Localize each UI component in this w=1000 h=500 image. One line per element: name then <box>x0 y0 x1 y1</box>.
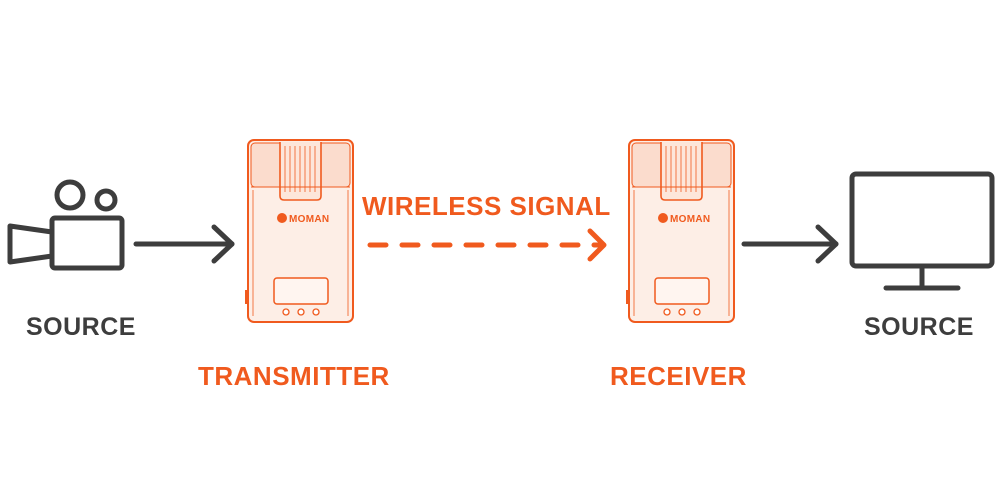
receiver-label: RECEIVER <box>610 361 747 391</box>
monitor-icon <box>849 171 995 291</box>
source-right-label: SOURCE <box>864 313 974 341</box>
transmitter-device: MOMAN <box>244 139 354 323</box>
video-camera-icon <box>7 179 125 271</box>
receiver-device: MOMAN <box>625 139 735 323</box>
transmitter-brand-text: MOMAN <box>289 214 329 225</box>
transmitter-label: TRANSMITTER <box>198 361 390 391</box>
wireless-signal-label: WIRELESS SIGNAL <box>362 191 611 221</box>
source-left-label: SOURCE <box>26 313 136 341</box>
arrow-to-monitor <box>741 224 839 264</box>
arrow-to-transmitter <box>133 224 235 264</box>
wireless-signal-arrow <box>367 228 607 262</box>
receiver-brand-text: MOMAN <box>670 214 710 225</box>
